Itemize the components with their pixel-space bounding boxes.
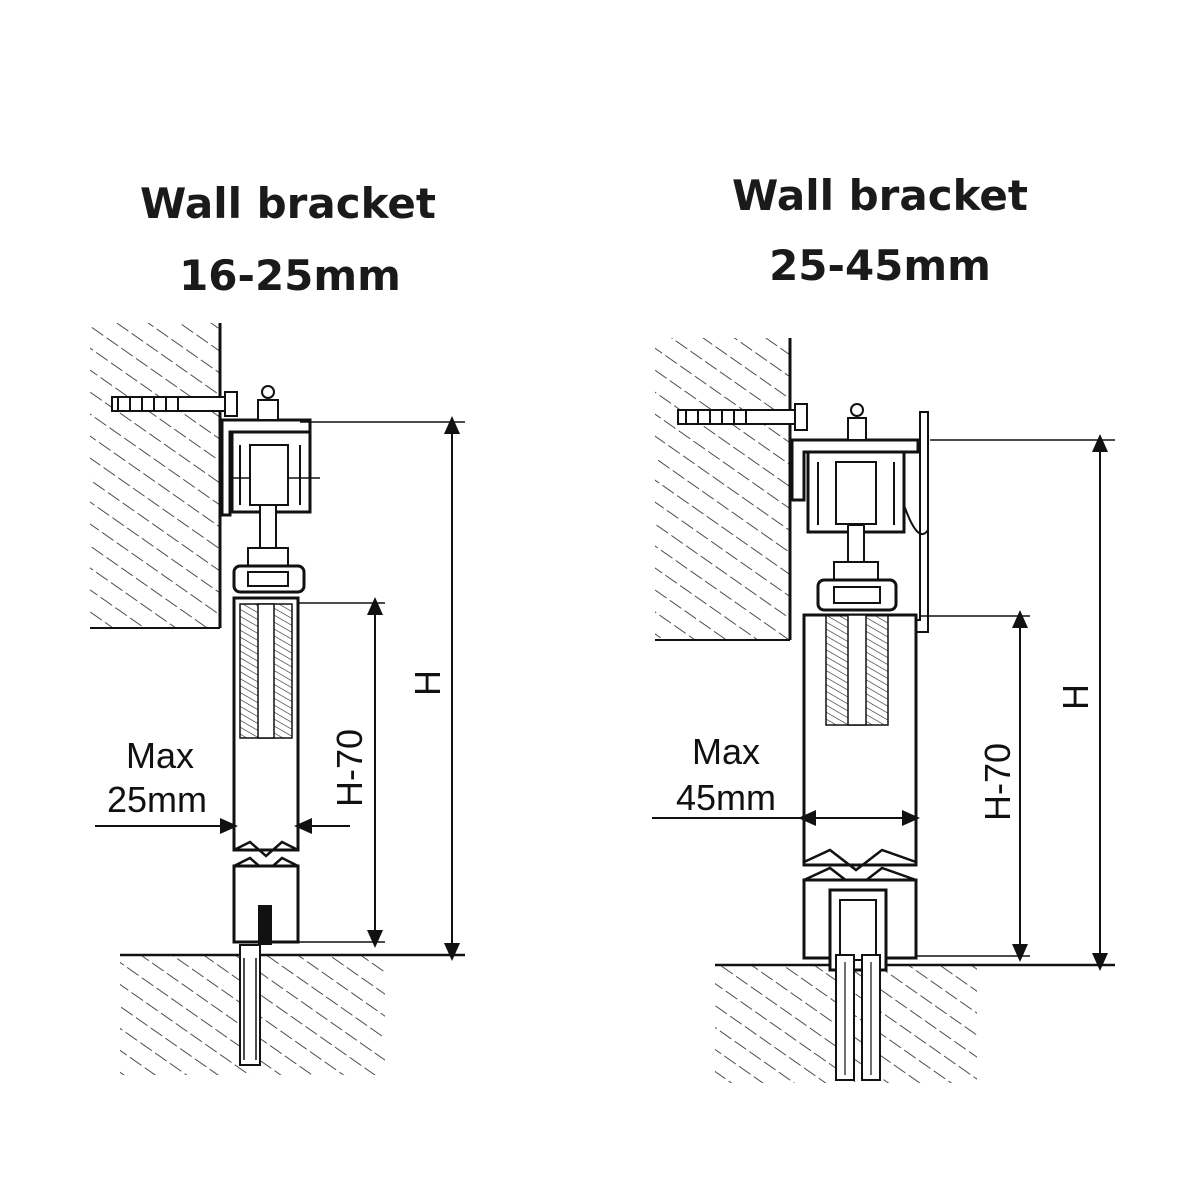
left-floor-guide [239,944,261,1066]
right-max-thickness: Max 45mm [652,731,920,826]
left-dimension-h: H [300,416,465,961]
left-max-value: 25mm [107,779,207,820]
right-track-bracket [790,403,929,633]
right-dimension-h: H [930,434,1115,971]
left-max-thickness: Max 25mm [95,735,350,834]
left-track-bracket [220,385,320,517]
left-wall-screw [111,391,238,417]
right-dimension-h70: H-70 [916,610,1030,962]
left-max-label: Max [126,735,194,776]
left-title-line1: Wall bracket [140,179,436,228]
left-hanger-bolt [232,504,306,594]
right-title-line2: 25-45mm [769,241,991,290]
left-dim-h70-label: H-70 [329,729,370,807]
left-diagram: Wall bracket 16-25mm [90,179,465,1075]
right-hanger-bolt [816,524,898,612]
left-title-line2: 16-25mm [179,251,401,300]
right-floor-guide [835,954,881,1081]
right-dim-h-label: H [1055,684,1096,710]
left-dim-h-label: H [407,670,448,696]
right-wall [655,338,790,640]
right-max-label: Max [692,731,760,772]
right-title-line1: Wall bracket [732,171,1028,220]
left-door-panel [232,596,300,945]
left-dimension-h70: H-70 [298,597,385,948]
right-door-panel [802,613,918,972]
right-max-value: 45mm [676,777,776,818]
right-diagram: Wall bracket 25-45mm [652,171,1115,1083]
right-dim-h70-label: H-70 [977,743,1018,821]
right-wall-screw [677,403,808,431]
left-wall [90,323,220,628]
